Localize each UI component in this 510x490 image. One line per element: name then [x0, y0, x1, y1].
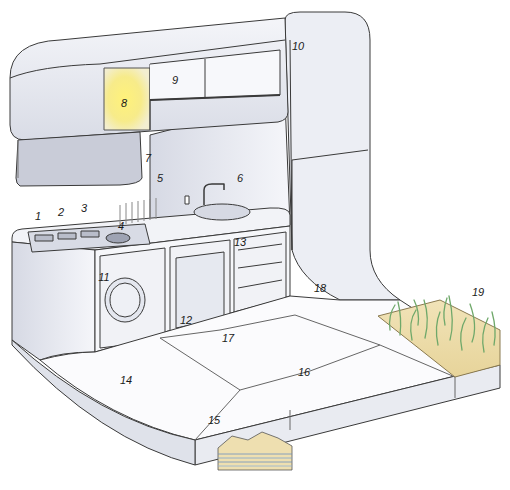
callout-number: 18	[313, 282, 327, 294]
callout-number: 8	[120, 97, 128, 109]
callout-number: 12	[179, 314, 193, 326]
callout-number: 14	[119, 374, 133, 386]
callout-number: 5	[156, 172, 164, 184]
callout-number: 3	[80, 202, 88, 214]
callout-number: 2	[57, 206, 65, 218]
callout-number: 16	[297, 366, 311, 378]
callout-number: 17	[221, 332, 235, 344]
callout-number: 1	[34, 210, 42, 222]
callout-number: 4	[117, 220, 125, 232]
callout-number: 13	[233, 236, 247, 248]
callout-number: 6	[236, 172, 244, 184]
callout-number: 9	[171, 74, 179, 86]
callout-number: 15	[207, 414, 221, 426]
callout-number: 11	[97, 271, 110, 283]
callout-number: 19	[471, 286, 485, 298]
callout-number: 10	[291, 40, 305, 52]
callout-number: 7	[144, 152, 152, 164]
